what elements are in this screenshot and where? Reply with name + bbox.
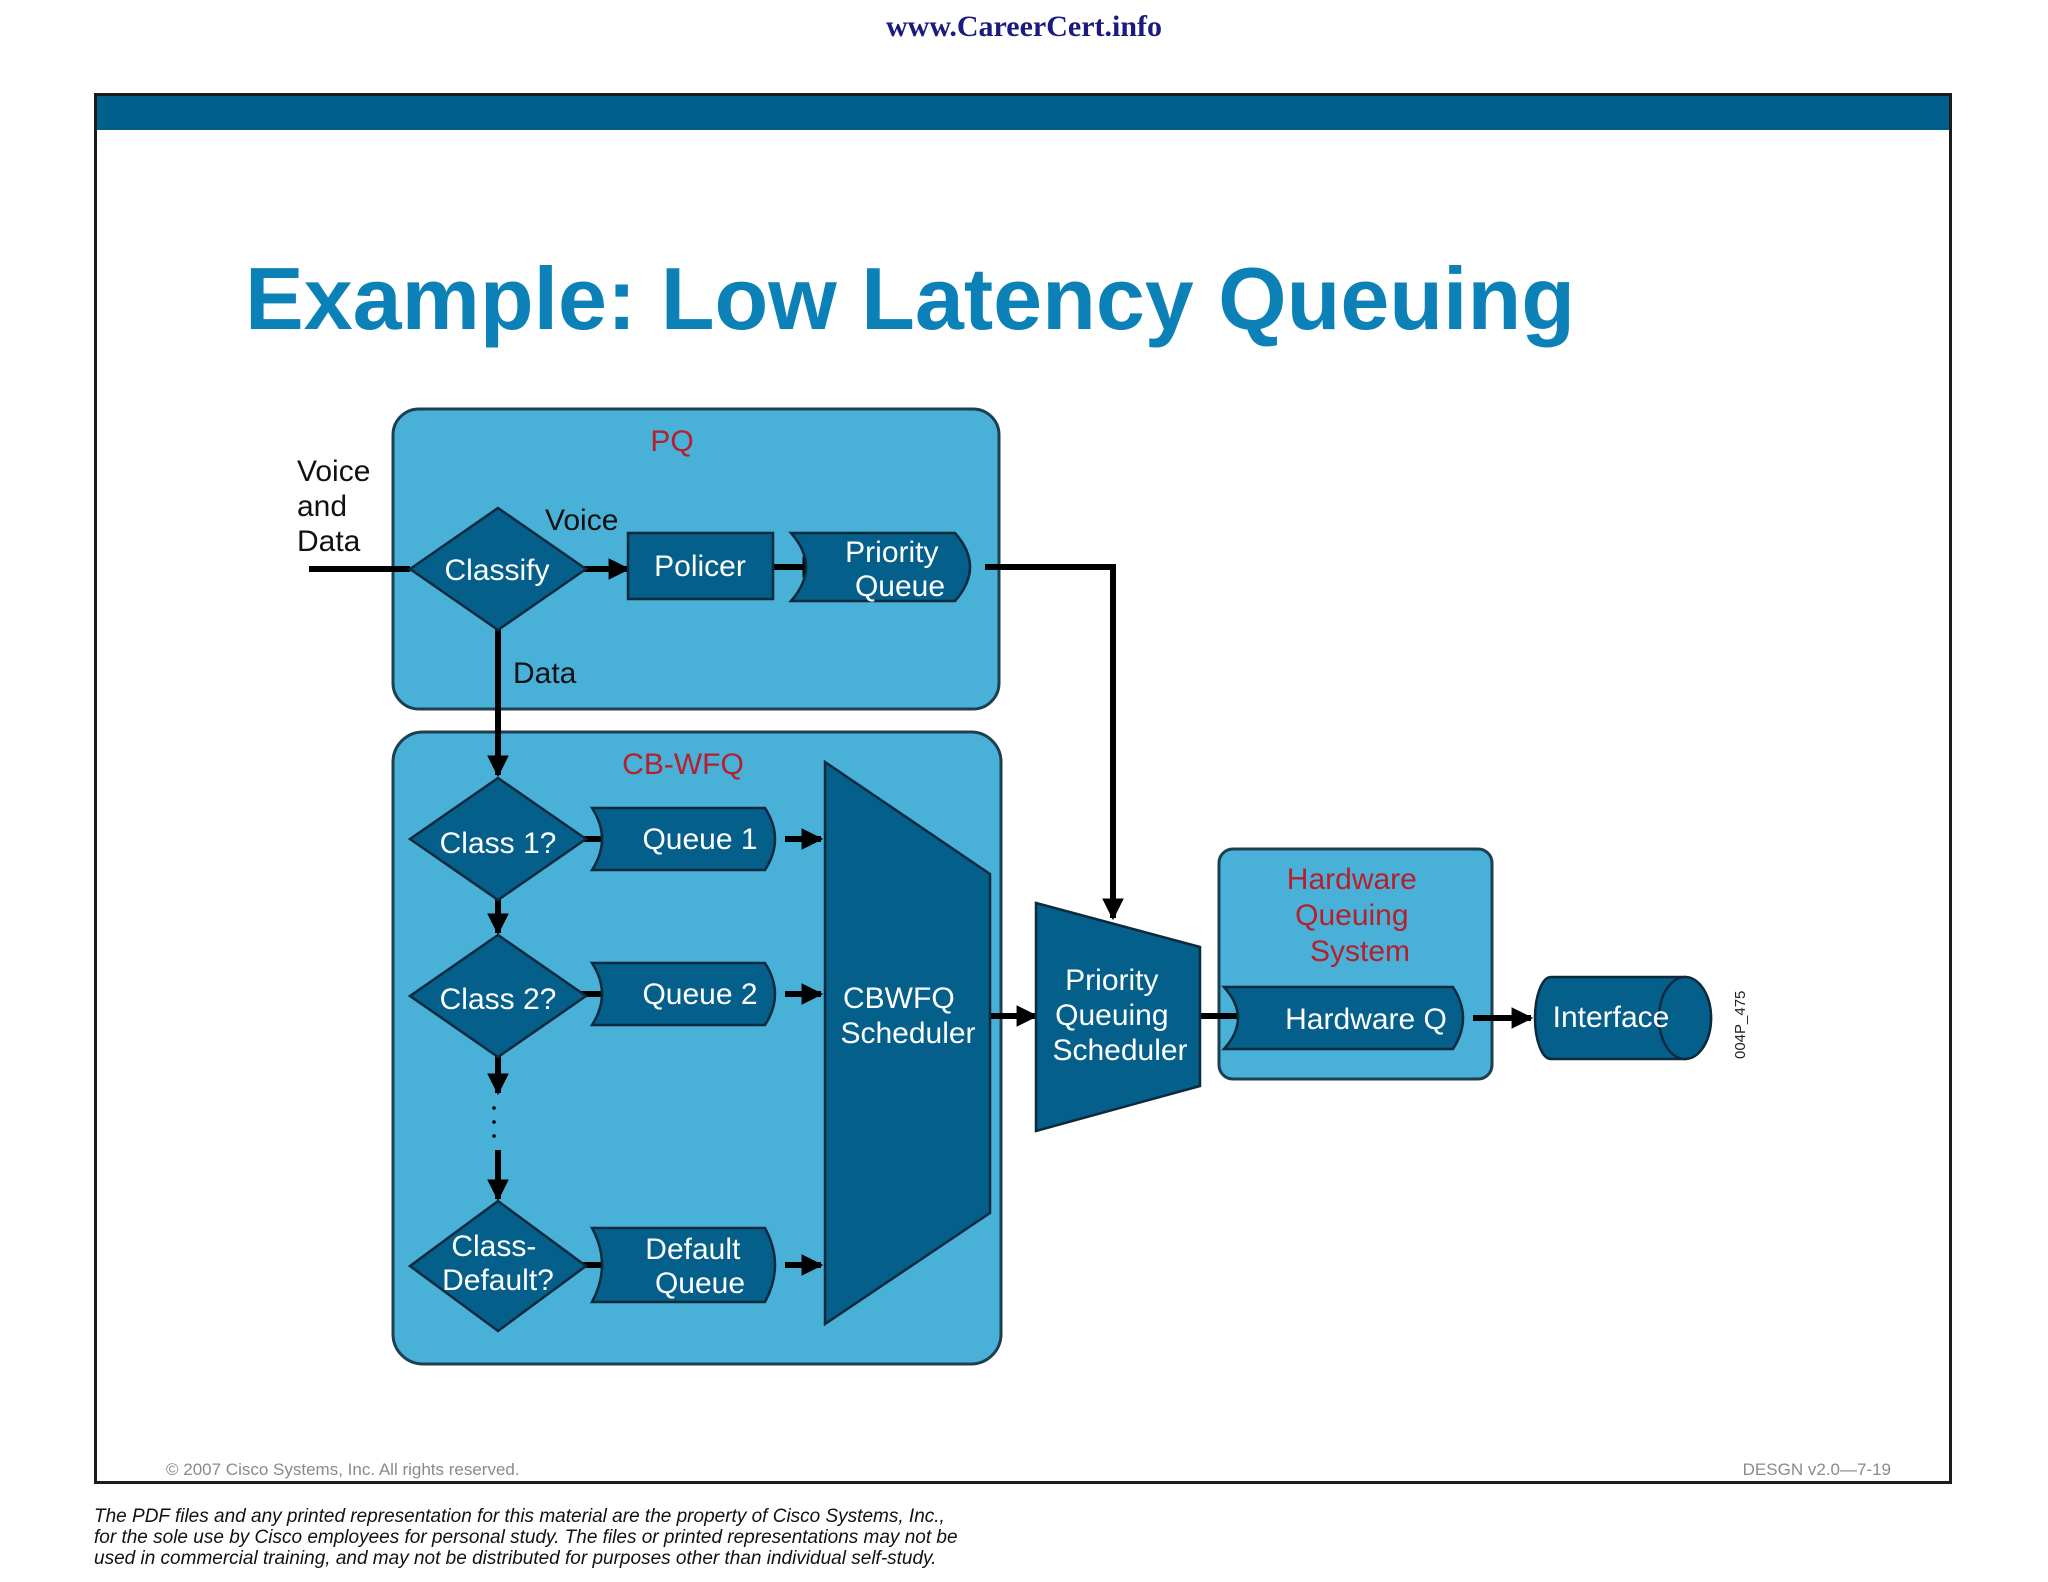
hardware-queuing-title: Hardware Queuing System (1287, 863, 1425, 968)
pq-title: PQ (650, 425, 693, 458)
class-ellipsis (492, 1106, 496, 1138)
queue2: Queue 2 (589, 961, 777, 1027)
svg-text:Hardware Q: Hardware Q (1285, 1003, 1447, 1036)
cbwfq-scheduler: CBWFQ Scheduler (823, 759, 992, 1327)
input-label: Voice and Data (297, 455, 379, 558)
voice-label: Voice (545, 504, 618, 537)
hardware-queue: Hardware Q (1221, 985, 1465, 1051)
svg-text:Queue 1: Queue 1 (642, 823, 757, 856)
svg-text:Priority Queuing S: Priority Queuing Scheduler (1052, 964, 1187, 1067)
slide-header-band (97, 96, 1949, 130)
svg-text:Class 2?: Class 2? (440, 983, 557, 1016)
data-label: Data (513, 657, 577, 690)
priority-queuing-scheduler: Priority Queuing Scheduler (1034, 901, 1202, 1133)
svg-text:Queue 2: Queue 2 (642, 978, 757, 1011)
svg-text:Priority Queue: Priority Queue (845, 536, 947, 603)
interface-cylinder: Interface (1533, 975, 1713, 1061)
slide-title: Example: Low Latency Queuing (245, 249, 1576, 348)
disclaimer-line: for the sole use by Cisco employees for … (94, 1527, 958, 1548)
priority-queue: Priority Queue (788, 531, 972, 603)
class1-decision: Class 1? (407, 776, 589, 902)
slide-copyright: © 2007 Cisco Systems, Inc. All rights re… (166, 1460, 520, 1479)
pq-to-scheduler-arrow (985, 564, 1124, 921)
site-link[interactable]: www.CareerCert.info (885, 10, 1163, 43)
disclaimer-line: The PDF files and any printed representa… (94, 1506, 945, 1527)
disclaimer-line: used in commercial training, and may not… (94, 1548, 937, 1569)
class-default-decision: Class- Default? (407, 1199, 589, 1333)
figure-id: 004P_475 (1732, 991, 1749, 1059)
cbwfq-title: CB-WFQ (622, 748, 744, 781)
disclaimer: The PDF files and any printed representa… (94, 1506, 1194, 1569)
classify-decision: Classify (407, 506, 589, 632)
svg-text:Default Queue: Default Queue (645, 1233, 748, 1300)
queue1: Queue 1 (589, 806, 777, 872)
svg-text:Interface: Interface (1553, 1001, 1670, 1034)
policer-box: Policer (626, 531, 775, 601)
svg-text:Class 1?: Class 1? (440, 827, 557, 860)
svg-text:Classify: Classify (444, 554, 549, 587)
svg-text:CBWFQ Scheduler: CBWFQ Scheduler (840, 982, 975, 1050)
svg-text:Class- Default?: Class- Default? (442, 1230, 554, 1297)
class2-decision: Class 2? (407, 933, 589, 1059)
svg-text:Policer: Policer (654, 550, 746, 583)
slide-course-code: DESGN v2.0—7-19 (1742, 1460, 1891, 1479)
default-queue: Default Queue (589, 1226, 777, 1304)
